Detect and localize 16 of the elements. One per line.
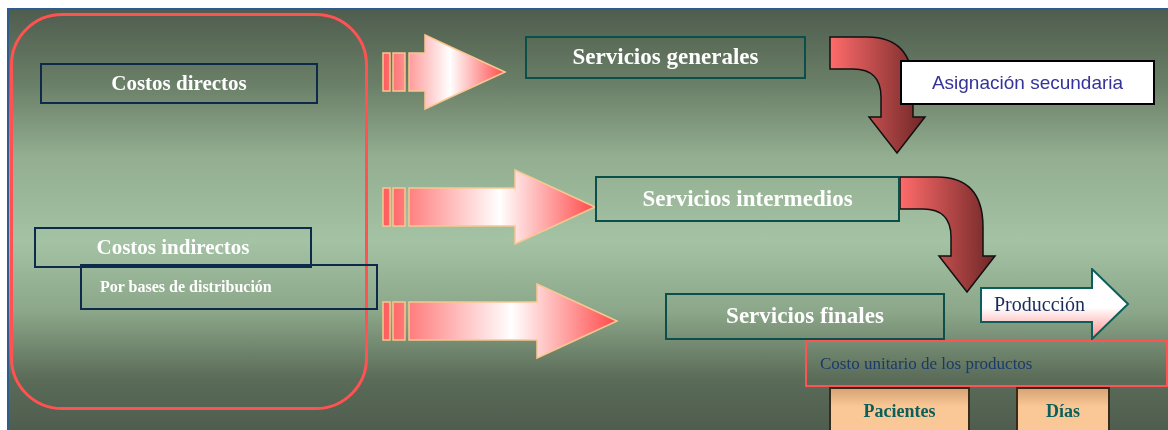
curved-arrow — [829, 36, 926, 154]
arrow-shaped-box: Producción — [980, 268, 1130, 340]
tab-box: Días — [1016, 387, 1110, 430]
curved-arrow — [899, 176, 996, 293]
label-box: Servicios finales — [665, 293, 945, 340]
label-box: Costos directos — [40, 63, 318, 104]
group-frame — [10, 13, 368, 410]
block-arrow — [382, 282, 619, 360]
block-arrow — [382, 33, 507, 111]
block-arrow — [382, 168, 597, 246]
label-box: Servicios intermedios — [595, 176, 900, 222]
label-box: Costos indirectos — [34, 227, 312, 268]
label-box: Costo unitario de los productos — [805, 340, 1168, 387]
tab-box: Pacientes — [829, 387, 970, 430]
label-box: Servicios generales — [525, 36, 806, 79]
note-box: Asignación secundaria — [900, 60, 1155, 105]
